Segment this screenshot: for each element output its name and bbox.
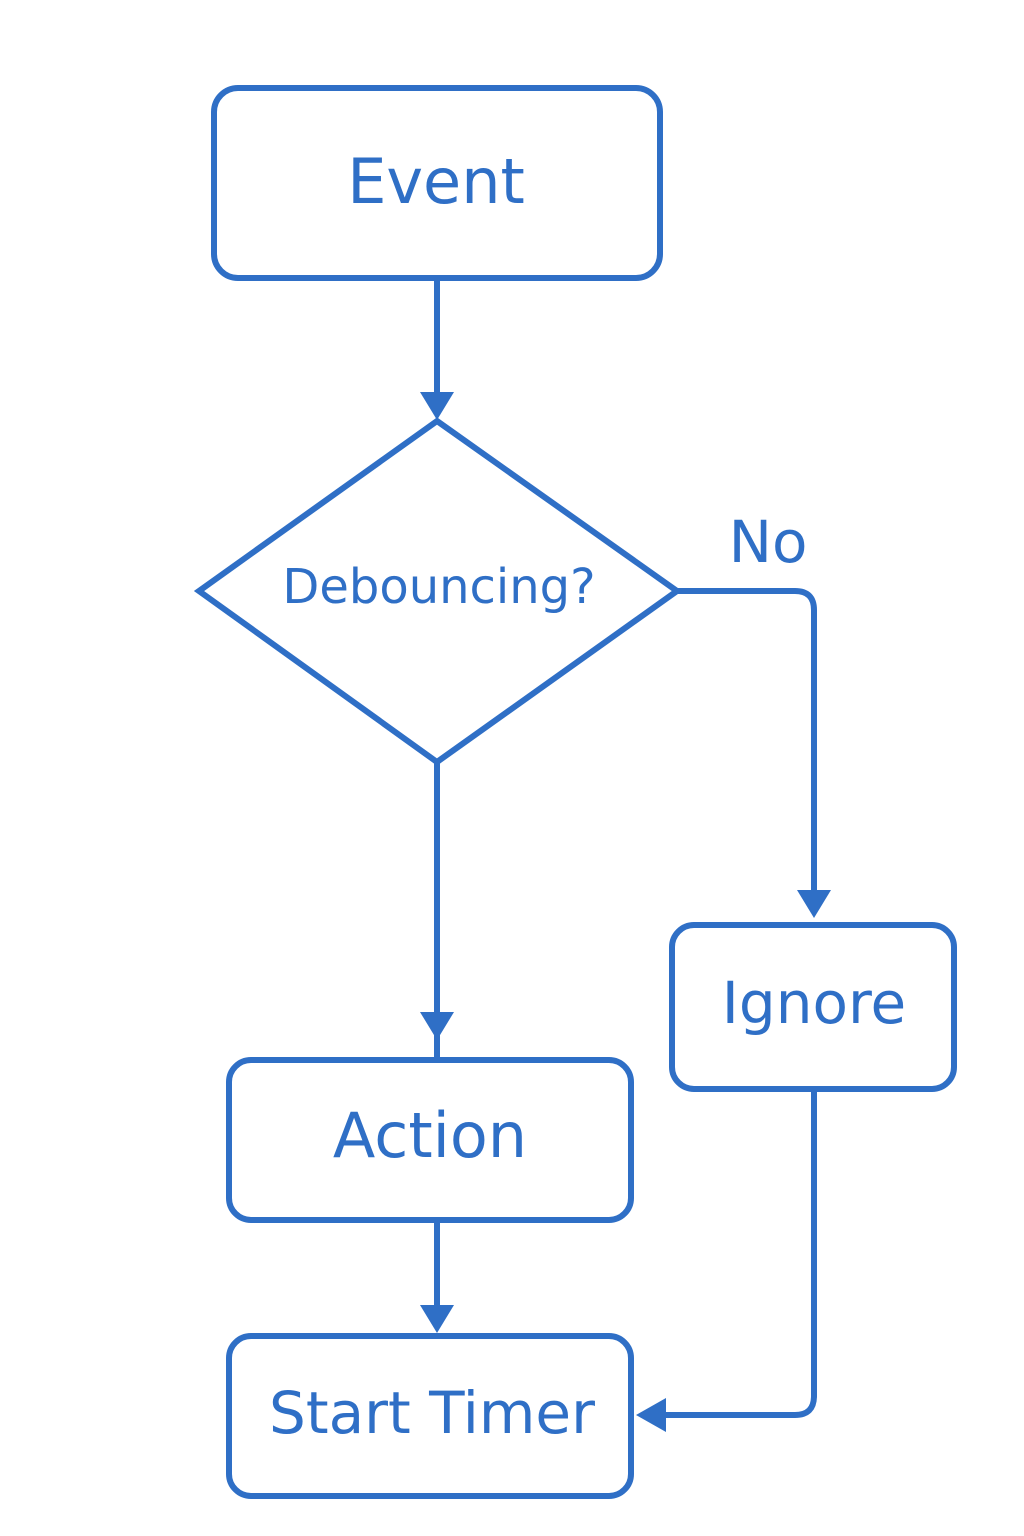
node-action: Action — [226, 1057, 634, 1223]
node-action-box — [226, 1057, 634, 1223]
node-ignore: Ignore — [669, 922, 957, 1092]
edges — [420, 277, 831, 1432]
arrowhead-event-to-debouncing — [420, 392, 454, 420]
edge-debouncing-to-ignore — [674, 588, 817, 903]
node-ignore-box — [669, 922, 957, 1092]
node-start-timer-label: Start Timer — [269, 1379, 595, 1447]
node-event: Event — [211, 85, 663, 281]
node-event-label: Event — [347, 145, 525, 218]
node-debouncing-diamond — [193, 417, 683, 766]
arrowhead-debouncing-to-ignore — [797, 890, 831, 918]
node-debouncing: Debouncing? — [193, 417, 683, 766]
node-event-box — [211, 85, 663, 281]
arrowhead-debouncing-to-action — [420, 1012, 454, 1040]
node-ignore-label: Ignore — [722, 969, 906, 1037]
node-action-label: Action — [333, 1099, 527, 1172]
arrowhead-ignore-to-start-timer — [636, 1398, 666, 1432]
node-start-timer: Start Timer — [226, 1333, 634, 1499]
node-debouncing-label: Debouncing? — [282, 559, 595, 615]
node-start-timer-box — [226, 1333, 634, 1499]
edge-ignore-to-start-timer — [659, 1087, 817, 1418]
edge-label-no: No — [729, 508, 808, 576]
arrowhead-action-to-start-timer — [420, 1305, 454, 1333]
